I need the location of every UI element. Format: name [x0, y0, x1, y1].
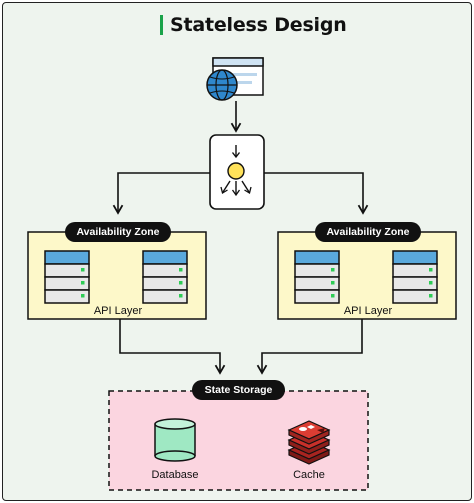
- api-layer-right-label: API Layer: [343, 305, 393, 317]
- database-label: Database: [151, 469, 199, 481]
- server-right-1: [294, 250, 340, 304]
- server-left-1: [44, 250, 90, 304]
- title-block: Stateless Design: [160, 13, 347, 37]
- diagram-svg: [27, 57, 457, 491]
- availability-zone-right-badge: Availability Zone: [315, 222, 421, 242]
- database-cylinder-icon: [154, 418, 196, 462]
- connectors: [112, 101, 369, 375]
- browser-globe-icon: [206, 57, 264, 101]
- lb-to-zone-right-arrow: [263, 172, 369, 215]
- state-storage-badge: State Storage: [192, 380, 285, 400]
- api-layer-left-label: API Layer: [93, 305, 143, 317]
- server-left-2: [142, 250, 188, 304]
- load-balancer-icon: [209, 134, 265, 210]
- zone-left-to-storage-arrow: [119, 319, 226, 375]
- title-accent-bar: [160, 15, 163, 35]
- redis-cache-icon: [287, 420, 331, 465]
- availability-zone-left-badge: Availability Zone: [65, 222, 171, 242]
- diagram-title: Stateless Design: [170, 14, 347, 36]
- server-right-2: [392, 250, 438, 304]
- cache-label: Cache: [293, 469, 325, 481]
- lb-to-zone-left-arrow: [112, 172, 210, 215]
- zone-right-to-storage-arrow: [256, 319, 363, 375]
